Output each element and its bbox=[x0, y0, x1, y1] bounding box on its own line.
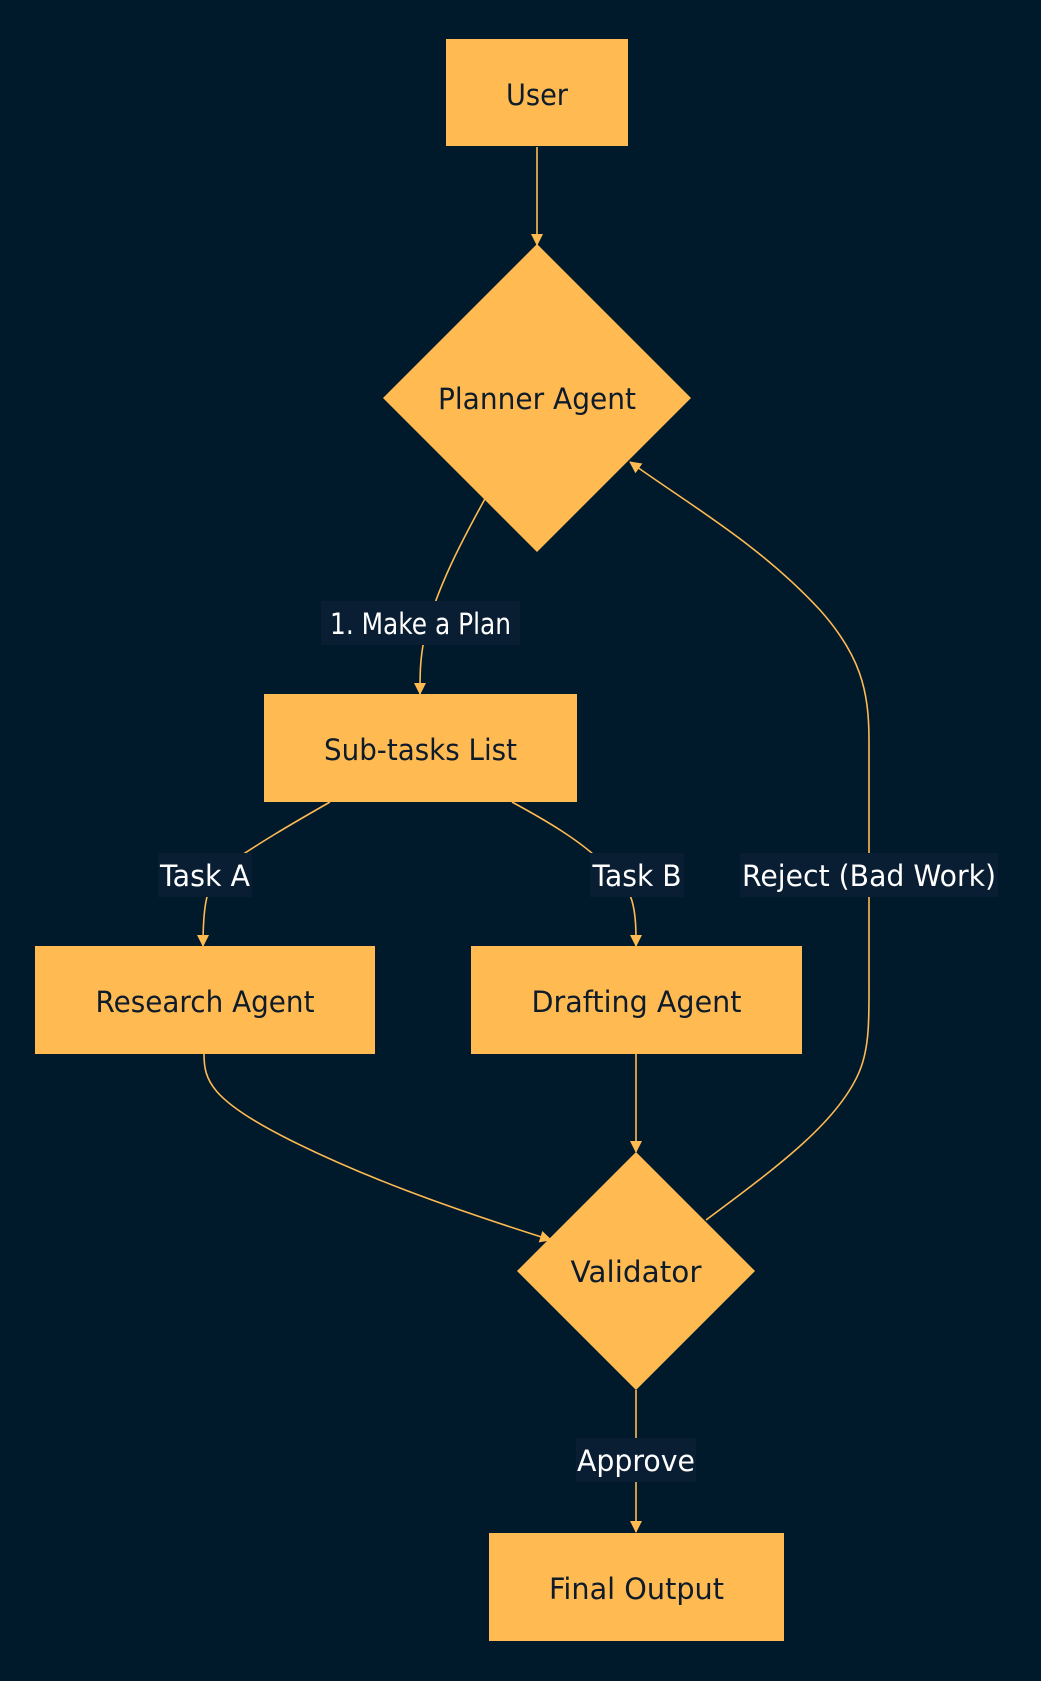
edges bbox=[197, 147, 870, 1533]
edge-labels: 1. Make a Plan Task A Task B Reject (Bad… bbox=[158, 601, 998, 1482]
nodes: User Planner Agent Sub-tasks List Resear… bbox=[35, 39, 802, 1641]
node-final-output: Final Output bbox=[489, 1533, 784, 1641]
edge-label-reject: Reject (Bad Work) bbox=[740, 853, 998, 897]
node-drafting-agent: Drafting Agent bbox=[471, 946, 802, 1054]
node-sub-tasks-list: Sub-tasks List bbox=[264, 694, 577, 802]
svg-text:Drafting Agent: Drafting Agent bbox=[532, 985, 742, 1019]
svg-text:1. Make a Plan: 1. Make a Plan bbox=[330, 607, 511, 641]
edge-validator-reject-to-planner bbox=[629, 461, 870, 1221]
edge-planner-to-subtasks bbox=[414, 496, 487, 695]
svg-text:Sub-tasks List: Sub-tasks List bbox=[324, 733, 517, 767]
svg-text:Final Output: Final Output bbox=[549, 1572, 724, 1606]
node-validator: Validator bbox=[517, 1152, 755, 1390]
node-user: User bbox=[446, 39, 628, 146]
edge-label-make-plan: 1. Make a Plan bbox=[321, 601, 520, 645]
svg-text:Task B: Task B bbox=[592, 859, 682, 893]
svg-text:Research Agent: Research Agent bbox=[96, 985, 315, 1019]
edge-label-task-a: Task A bbox=[158, 853, 252, 897]
node-planner-agent: Planner Agent bbox=[383, 244, 691, 552]
svg-text:Approve: Approve bbox=[577, 1444, 695, 1478]
svg-text:Validator: Validator bbox=[571, 1255, 702, 1289]
edge-research-to-validator bbox=[203, 1053, 552, 1243]
svg-text:User: User bbox=[506, 78, 568, 112]
svg-text:Reject (Bad Work): Reject (Bad Work) bbox=[742, 859, 996, 893]
edge-label-task-b: Task B bbox=[590, 853, 684, 897]
svg-text:Planner Agent: Planner Agent bbox=[438, 382, 636, 416]
edge-label-approve: Approve bbox=[576, 1438, 696, 1482]
svg-text:Task A: Task A bbox=[159, 859, 250, 893]
node-research-agent: Research Agent bbox=[35, 946, 375, 1054]
